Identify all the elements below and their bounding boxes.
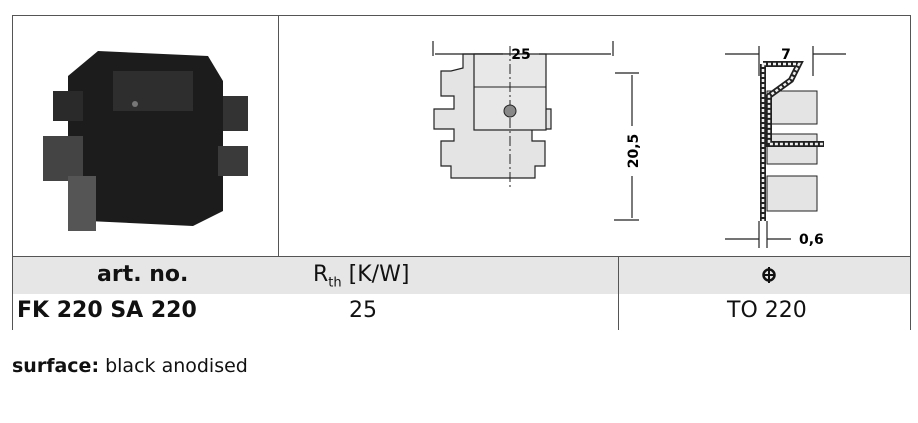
package-value: TO 220 [727, 298, 807, 323]
depth-dimension: 7 [781, 47, 791, 63]
header-art-no: art. no. [97, 262, 189, 287]
height-dimension: 20,5 [626, 134, 642, 169]
table-header-row: art. no. Rth [K/W] [13, 256, 910, 294]
transistor-package-icon [762, 267, 776, 283]
surface-note: surface: black anodised [12, 355, 248, 377]
width-dimension: 25 [511, 47, 530, 63]
product-table: 25 20,5 7 0,6 art. no. Rth [K/W] [12, 15, 911, 330]
rth-value: 25 [349, 298, 377, 323]
thickness-dimension: 0,6 [799, 232, 824, 248]
surface-label: surface: [12, 355, 100, 377]
header-rth: Rth [K/W] [313, 262, 410, 291]
dimension-drawing: 25 20,5 7 0,6 [432, 41, 846, 248]
table-row: FK 220 SA 220 25 TO 220 [13, 294, 910, 330]
product-photo [13, 16, 278, 256]
surface-value: black anodised [105, 355, 248, 377]
art-no-value: FK 220 SA 220 [17, 298, 197, 323]
heatsink-3d-image [43, 51, 248, 231]
technical-drawing: 25 20,5 7 0,6 [279, 16, 911, 256]
